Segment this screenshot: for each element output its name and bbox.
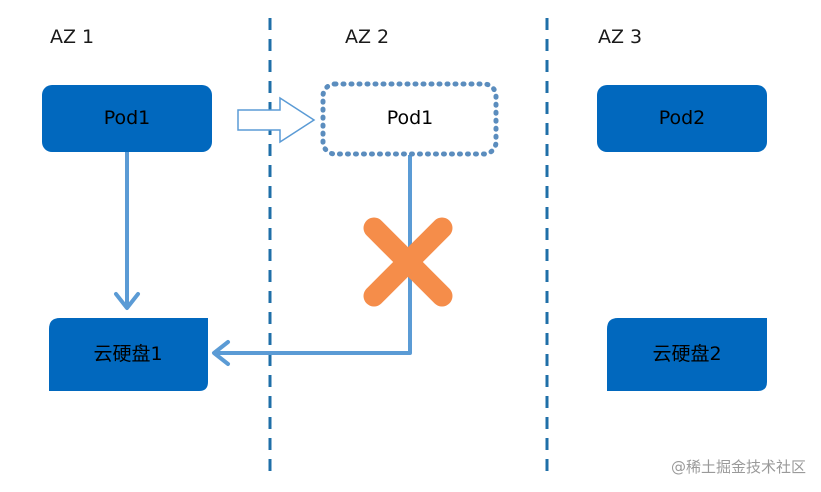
disk2-az3-box [607, 318, 767, 391]
disk2-az3-label: 云硬盘2 [652, 343, 721, 365]
migration-arrow-icon [237, 96, 316, 144]
az3-label: AZ 3 [598, 26, 642, 48]
disk1-az1-box [49, 318, 208, 391]
disk1-az1-label: 云硬盘1 [93, 343, 162, 365]
arrowhead-down-icon [114, 292, 140, 310]
disk1-az1-node: 云硬盘1 [49, 318, 208, 391]
connector-pod1-az2-to-disk1 [212, 155, 412, 366]
arrowhead-left-icon [212, 340, 230, 366]
pod2-az3-box [597, 85, 767, 152]
az1-label: AZ 1 [50, 26, 94, 48]
watermark-text: @稀土掘金技术社区 [671, 458, 806, 476]
pod1-az1-label: Pod1 [104, 107, 151, 129]
pod2-az3-node: Pod2 [597, 85, 767, 152]
pod1-az2-label: Pod1 [387, 107, 434, 129]
pod1-az2-box [320, 81, 499, 157]
connector-pod1-to-disk1 [114, 150, 140, 310]
blocked-cross-icon [363, 217, 453, 307]
disk2-az3-node: 云硬盘2 [607, 318, 767, 391]
pod1-az1-box [42, 85, 212, 152]
pod2-az3-label: Pod2 [659, 107, 706, 129]
az2-label: AZ 2 [345, 26, 389, 48]
pod1-az1-node: Pod1 [42, 85, 212, 152]
pod1-az2-node: Pod1 [320, 81, 499, 157]
